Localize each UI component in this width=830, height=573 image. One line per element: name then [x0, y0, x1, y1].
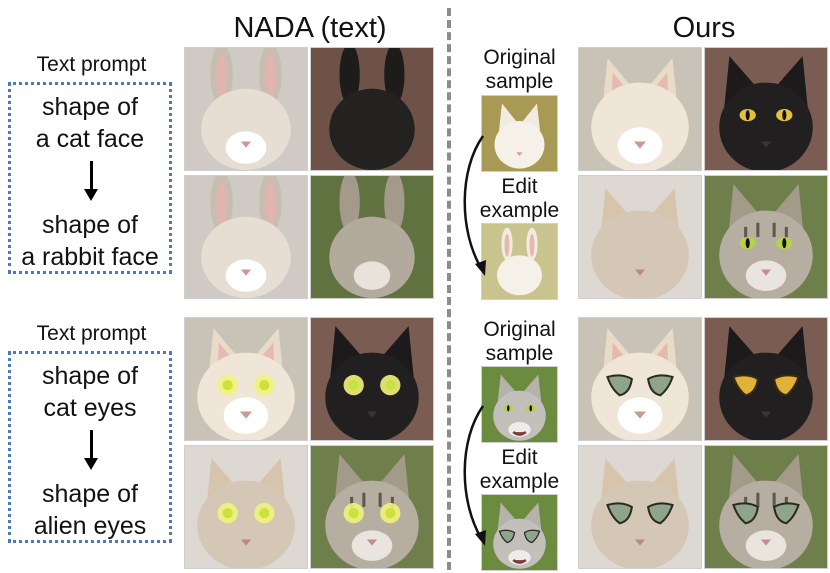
- bottom-edit-line2: example: [479, 470, 560, 493]
- bottom-prompt-label: Text prompt: [36, 322, 147, 345]
- top-prompt-label: Text prompt: [36, 53, 147, 76]
- ours-top-image-4: [704, 175, 828, 299]
- nada-top-image-2: [310, 47, 434, 171]
- bottom-original-label: Original sample: [472, 318, 567, 366]
- ours-header: Ours: [672, 12, 736, 44]
- top-edit-example-image: [481, 223, 558, 300]
- bottom-arrow-icon: [90, 430, 93, 460]
- bottom-curved-arrow-icon: [463, 405, 486, 546]
- top-original-line1: Original: [483, 46, 556, 69]
- nada-bottom-image-2: [310, 317, 434, 441]
- top-source-line2: a cat face: [35, 125, 145, 153]
- nada-top-image-4: [310, 175, 434, 299]
- top-edit-label: Edit example: [472, 175, 567, 223]
- ours-bottom-image-3: [578, 445, 702, 569]
- top-original-sample-image: [481, 95, 558, 172]
- ours-top-image-3: [578, 175, 702, 299]
- nada-bottom-image-4: [310, 445, 434, 569]
- top-target-line2: a rabbit face: [21, 243, 159, 271]
- bottom-source-line2: cat eyes: [43, 394, 137, 422]
- ours-top-image-1: [578, 47, 702, 171]
- ours-bottom-image-4: [704, 445, 828, 569]
- top-edit-line1: Edit: [501, 175, 538, 198]
- top-curved-arrow-icon: [463, 135, 486, 276]
- column-divider: [447, 8, 451, 570]
- bottom-original-line1: Original: [483, 318, 556, 341]
- bottom-edit-line1: Edit: [501, 446, 538, 469]
- top-arrow-icon: [90, 161, 93, 191]
- top-original-line2: sample: [485, 70, 554, 93]
- top-arrow-head-icon: [84, 189, 98, 201]
- top-source-line1: shape of: [42, 93, 138, 121]
- bottom-prompt-box: shape of cat eyes shape of alien eyes: [8, 351, 172, 543]
- top-target-line1: shape of: [42, 211, 138, 239]
- nada-bottom-image-3: [184, 445, 308, 569]
- ours-top-image-2: [704, 47, 828, 171]
- bottom-original-sample-image: [481, 366, 558, 443]
- bottom-arrow-head-icon: [84, 458, 98, 470]
- nada-header: NADA (text): [233, 12, 387, 44]
- bottom-target-line2: alien eyes: [33, 512, 147, 540]
- nada-top-image-1: [184, 47, 308, 171]
- top-original-label: Original sample: [472, 46, 567, 94]
- bottom-original-line2: sample: [485, 342, 554, 365]
- top-edit-line2: example: [479, 199, 560, 222]
- top-prompt-box: shape of a cat face shape of a rabbit fa…: [8, 82, 172, 274]
- ours-bottom-image-2: [704, 317, 828, 441]
- bottom-source-line1: shape of: [42, 362, 138, 390]
- nada-top-image-3: [184, 175, 308, 299]
- nada-bottom-image-1: [184, 317, 308, 441]
- bottom-target-line1: shape of: [42, 480, 138, 508]
- ours-bottom-image-1: [578, 317, 702, 441]
- bottom-edit-label: Edit example: [472, 446, 567, 494]
